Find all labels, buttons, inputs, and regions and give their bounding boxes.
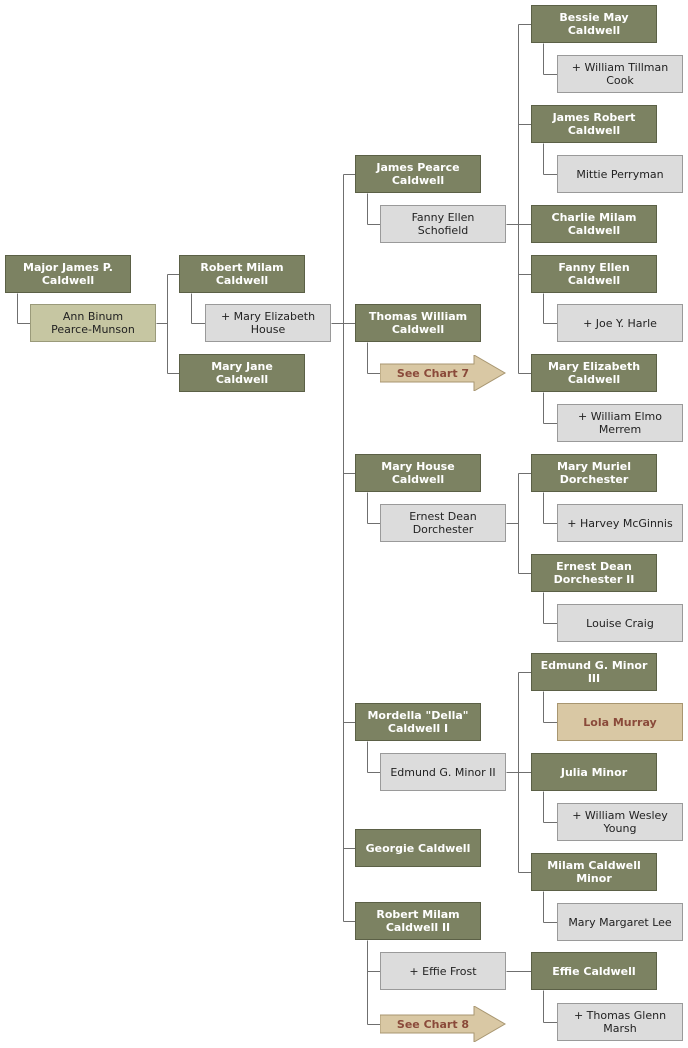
person-box-robert-milam: Robert Milam Caldwell xyxy=(179,255,305,293)
spouse-box-mittie: Mittie Perryman xyxy=(557,155,683,193)
person-box-julia: Julia Minor xyxy=(531,753,657,791)
person-box-robert-ii: Robert Milam Caldwell II xyxy=(355,902,481,940)
person-box-major-james: Major James P. Caldwell xyxy=(5,255,131,293)
person-box-james-robert: James Robert Caldwell xyxy=(531,105,657,143)
person-box-milam-minor: Milam Caldwell Minor xyxy=(531,853,657,891)
spouse-box-edmund-ii: Edmund G. Minor II xyxy=(380,753,506,791)
see-chart-7-label[interactable]: See Chart 7 xyxy=(396,366,470,380)
person-box-mordella: Mordella "Della" Caldwell I xyxy=(355,703,481,741)
spouse-box-harvey: + Harvey McGinnis xyxy=(557,504,683,542)
spouse-box-fanny-schofield: Fanny Ellen Schofield xyxy=(380,205,506,243)
person-box-mary-jane: Mary Jane Caldwell xyxy=(179,354,305,392)
person-box-edmund-iii: Edmund G. Minor III xyxy=(531,653,657,691)
person-box-bessie-may: Bessie May Caldwell xyxy=(531,5,657,43)
see-chart-8-label[interactable]: See Chart 8 xyxy=(396,1017,470,1031)
spouse-box-william-young: + William Wesley Young xyxy=(557,803,683,841)
spouse-box-lola: Lola Murray xyxy=(557,703,683,741)
person-box-fanny-ellen-c: Fanny Ellen Caldwell xyxy=(531,255,657,293)
person-box-james-pearce: James Pearce Caldwell xyxy=(355,155,481,193)
person-box-mary-elizabeth-c: Mary Elizabeth Caldwell xyxy=(531,354,657,392)
person-box-mary-muriel: Mary Muriel Dorchester xyxy=(531,454,657,492)
spouse-box-thomas-marsh: + Thomas Glenn Marsh xyxy=(557,1003,683,1041)
spouse-box-ernest-dean: Ernest Dean Dorchester xyxy=(380,504,506,542)
see-chart-7-arrow[interactable] xyxy=(380,355,506,391)
spouse-box-joe-harle: + Joe Y. Harle xyxy=(557,304,683,342)
spouse-box-louise: Louise Craig xyxy=(557,604,683,642)
person-box-mary-house: Mary House Caldwell xyxy=(355,454,481,492)
spouse-box-ann-binum: Ann Binum Pearce-Munson xyxy=(30,304,156,342)
spouse-box-william-cook: + William Tillman Cook xyxy=(557,55,683,93)
see-chart-8-arrow[interactable] xyxy=(380,1006,506,1042)
spouse-box-william-merrem: + William Elmo Merrem xyxy=(557,404,683,442)
person-box-charlie-milam: Charlie Milam Caldwell xyxy=(531,205,657,243)
person-box-thomas-william: Thomas William Caldwell xyxy=(355,304,481,342)
person-box-ernest-ii: Ernest Dean Dorchester II xyxy=(531,554,657,592)
spouse-box-effie-frost: + Effie Frost xyxy=(380,952,506,990)
spouse-box-mary-elizabeth-house: + Mary Elizabeth House xyxy=(205,304,331,342)
person-box-effie-caldwell: Effie Caldwell xyxy=(531,952,657,990)
person-box-georgie: Georgie Caldwell xyxy=(355,829,481,867)
spouse-box-mary-margaret: Mary Margaret Lee xyxy=(557,903,683,941)
